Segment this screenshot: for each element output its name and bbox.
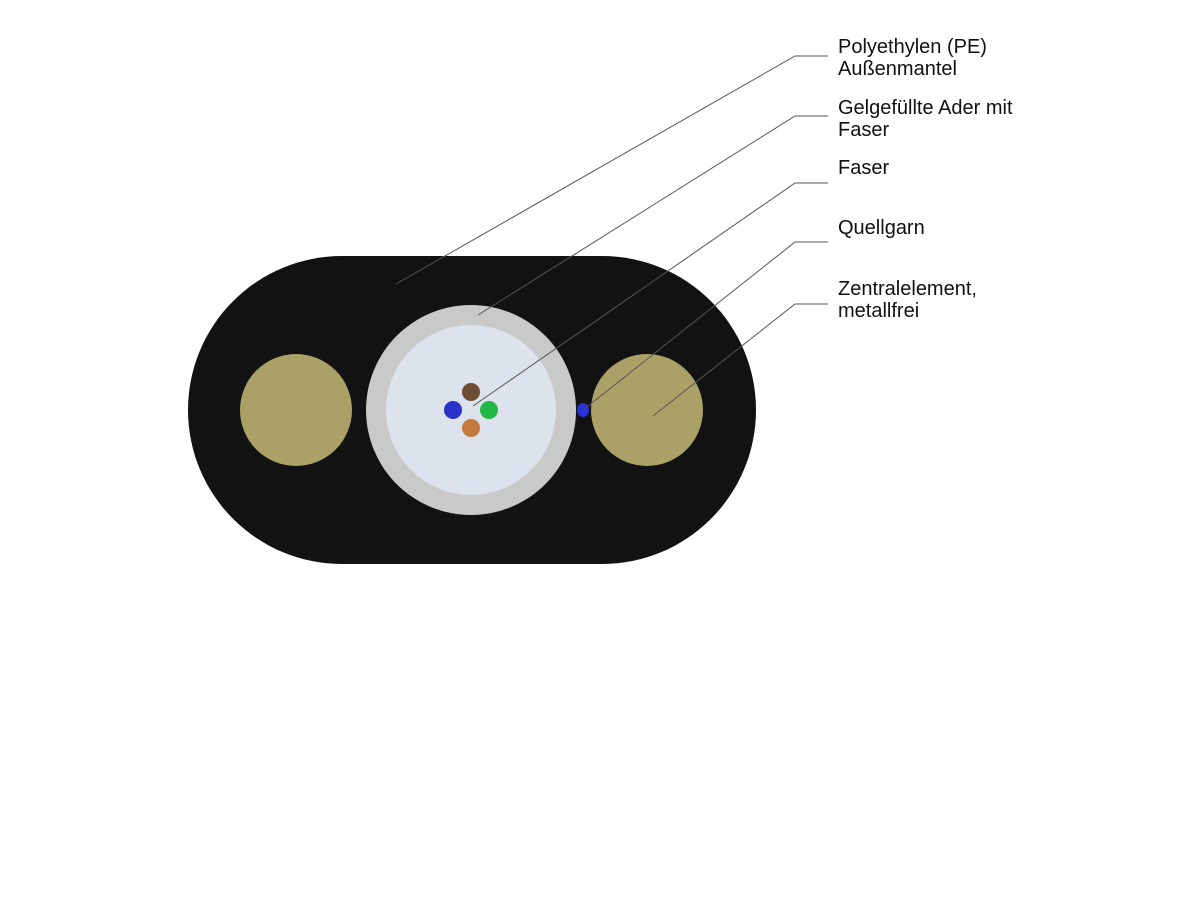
fiber-blue bbox=[444, 401, 462, 419]
leader-line-fiber bbox=[472, 182, 828, 407]
fiber-orange bbox=[462, 419, 480, 437]
label-strength-member-line-2: metallfrei bbox=[838, 300, 920, 322]
label-outer-jacket-line-2: Außenmantel bbox=[838, 58, 957, 80]
label-fiber: Faser bbox=[838, 157, 889, 179]
leader-line-gel-filled-tube bbox=[477, 115, 828, 316]
strength-member-left bbox=[240, 354, 352, 466]
leader-line-swelling-yarn bbox=[582, 241, 828, 411]
label-swelling-yarn: Quellgarn bbox=[838, 217, 925, 239]
label-fiber-line-1: Faser bbox=[838, 157, 890, 179]
leader-line-outer-jacket bbox=[395, 55, 828, 285]
label-outer-jacket: Polyethylen (PE) Außenmantel bbox=[838, 36, 987, 80]
leader-line-strength-member bbox=[652, 303, 828, 417]
fiber-green bbox=[480, 401, 498, 419]
label-strength-member: Zentralelement, metallfrei bbox=[838, 278, 977, 322]
label-outer-jacket-line-1: Polyethylen (PE) bbox=[838, 36, 987, 58]
label-strength-member-line-1: Zentralelement, bbox=[838, 278, 977, 300]
fiber-brown bbox=[462, 383, 480, 401]
label-swelling-yarn-line-1: Quellgarn bbox=[838, 217, 925, 239]
label-gel-filled-tube: Gelgefüllte Ader mit Faser bbox=[838, 97, 1013, 141]
strength-member-right bbox=[591, 354, 703, 466]
label-gel-filled-tube-line-1: Gelgefüllte Ader mit bbox=[838, 97, 1013, 119]
gel-filling bbox=[386, 325, 556, 495]
label-gel-filled-tube-line-2: Faser bbox=[838, 119, 890, 141]
